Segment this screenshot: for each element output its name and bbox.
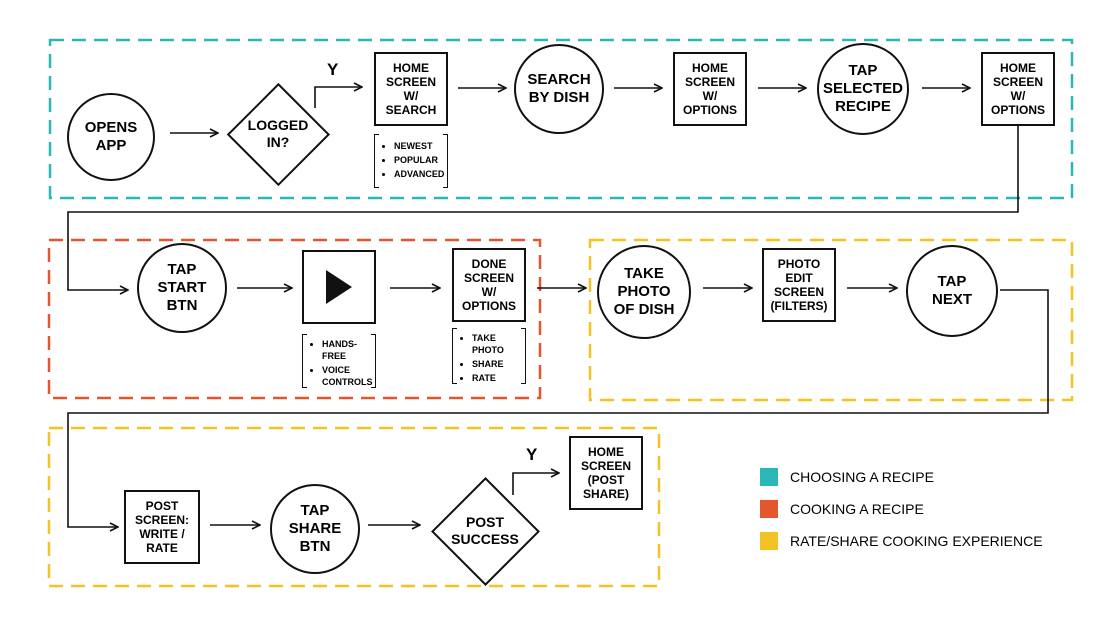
node-home-screen-options-1: HOME SCREEN W/ OPTIONS: [673, 52, 747, 126]
node-opens-app: OPENS APP: [67, 93, 155, 181]
arrow-row2-to-row3: [67, 289, 1049, 527]
branch-label-yes: Y: [327, 60, 339, 79]
region-choosing-recipe: [48, 38, 1074, 200]
arrow-row1-to-row2: [67, 126, 1019, 290]
sublist-item: NEWEST: [394, 140, 440, 152]
sublist-item: ADVANCED: [394, 168, 444, 180]
node-home-screen-post-share: HOME SCREEN (POST SHARE): [569, 436, 643, 510]
node-video-player: [302, 250, 376, 324]
node-done-screen: DONE SCREEN W/ OPTIONS: [452, 248, 526, 322]
node-post-screen: POST SCREEN: WRITE / RATE: [124, 490, 200, 564]
node-search-by-dish: SEARCH BY DISH: [514, 44, 604, 134]
sublist-item: TAKE PHOTO: [472, 332, 518, 356]
legend-item-rate-share: RATE/SHARE COOKING EXPERIENCE: [760, 532, 1043, 550]
region-rate-share-top: [588, 238, 1074, 402]
node-logged-in: LOGGED IN?: [226, 82, 330, 186]
legend-label: CHOOSING A RECIPE: [790, 469, 934, 485]
node-tap-start-btn: TAP START BTN: [137, 243, 227, 333]
sublist-search-options: NEWEST POPULAR ADVANCED: [374, 134, 448, 188]
sublist-item: VOICE CONTROLS: [322, 364, 373, 388]
node-tap-share-btn: TAP SHARE BTN: [270, 484, 360, 574]
sublist-player-options: HANDS- FREE VOICE CONTROLS: [302, 334, 376, 388]
legend-swatch: [760, 468, 778, 486]
node-home-screen-options-2: HOME SCREEN W/ OPTIONS: [981, 52, 1055, 126]
branch-label-yes: Y: [526, 445, 538, 464]
legend-label: COOKING A RECIPE: [790, 501, 924, 517]
node-home-screen-search: HOME SCREEN W/ SEARCH: [374, 52, 448, 126]
legend-swatch: [760, 532, 778, 550]
legend-item-choosing: CHOOSING A RECIPE: [760, 468, 934, 486]
legend-swatch: [760, 500, 778, 518]
node-take-photo: TAKE PHOTO OF DISH: [597, 245, 691, 339]
legend-label: RATE/SHARE COOKING EXPERIENCE: [790, 533, 1043, 549]
legend-item-cooking: COOKING A RECIPE: [760, 500, 924, 518]
sublist-item: HANDS- FREE: [322, 338, 368, 362]
sublist-done-options: TAKE PHOTO SHARE RATE: [452, 328, 526, 384]
region-cooking-recipe: [47, 238, 542, 400]
sublist-item: POPULAR: [394, 154, 440, 166]
node-post-success: POST SUCCESS: [430, 476, 540, 586]
play-icon: [326, 270, 352, 304]
region-rate-share-bottom: [47, 426, 661, 588]
node-tap-selected-recipe: TAP SELECTED RECIPE: [817, 43, 909, 135]
sublist-item: SHARE: [472, 358, 518, 370]
sublist-item: RATE: [472, 372, 518, 384]
node-tap-next: TAP NEXT: [906, 245, 998, 337]
node-photo-edit-screen: PHOTO EDIT SCREEN (FILTERS): [762, 248, 836, 322]
